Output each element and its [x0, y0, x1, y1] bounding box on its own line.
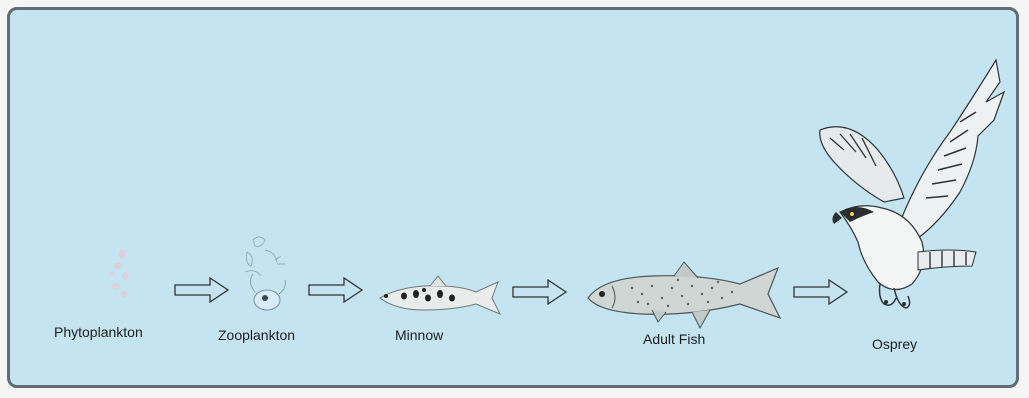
- phytoplankton-icon: [100, 246, 140, 306]
- hollow-right-arrow-icon: [793, 279, 849, 305]
- food-chain-diagram: Phytoplankton Zooplankton Minnow Adult F…: [7, 7, 1019, 388]
- osprey-label: Osprey: [872, 336, 917, 352]
- zooplankton-label: Zooplankton: [218, 327, 295, 343]
- hollow-right-arrow-icon: [512, 279, 568, 305]
- zooplankton-icon: [235, 232, 295, 322]
- hollow-right-arrow-icon: [174, 277, 230, 303]
- hollow-right-arrow-icon: [308, 277, 364, 303]
- phytoplankton-label: Phytoplankton: [54, 324, 143, 340]
- adult-fish-icon: [582, 258, 787, 333]
- minnow-icon: [374, 272, 504, 322]
- minnow-label: Minnow: [395, 327, 443, 343]
- adult-fish-label: Adult Fish: [643, 331, 705, 347]
